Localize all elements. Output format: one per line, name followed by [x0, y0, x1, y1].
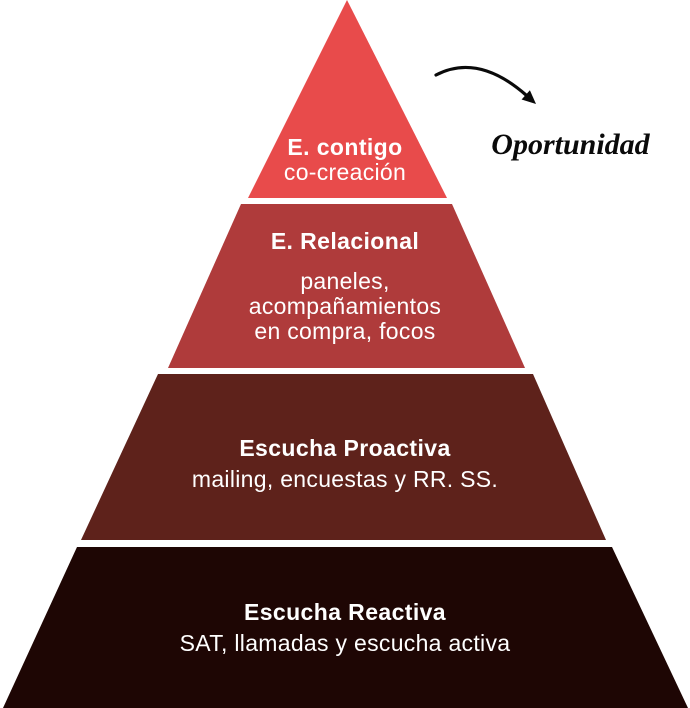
- curved-arrow-icon: [434, 65, 536, 104]
- pyramid-level-escucha-proactiva: Escucha Proactiva mailing, encuestas y R…: [81, 374, 606, 540]
- level-subtitle-e-contigo: co-creación: [283, 159, 407, 185]
- level-subtitle-escucha-proactiva: mailing, encuestas y RR. SS.: [191, 465, 499, 492]
- level-title-escucha-proactiva: Escucha Proactiva: [239, 434, 451, 461]
- level-subtitle-e-relacional: paneles, acompañamientos en compra, foco…: [248, 268, 442, 344]
- level-subtitle-escucha-reactiva: SAT, llamadas y escucha activa: [179, 630, 511, 656]
- pyramid-level-escucha-reactiva: Escucha Reactiva SAT, llamadas y escucha…: [3, 547, 688, 708]
- opportunity-label: Oportunidad: [491, 128, 650, 161]
- level-title-e-contigo: E. contigo: [287, 134, 403, 160]
- level-title-escucha-reactiva: Escucha Reactiva: [243, 599, 446, 625]
- pyramid-level-e-contigo: E. contigo co-creación: [248, 0, 447, 198]
- level-title-e-relacional: E. Relacional: [270, 228, 420, 254]
- pyramid-level-e-relacional: E. Relacional paneles, acompañamientos e…: [168, 204, 525, 368]
